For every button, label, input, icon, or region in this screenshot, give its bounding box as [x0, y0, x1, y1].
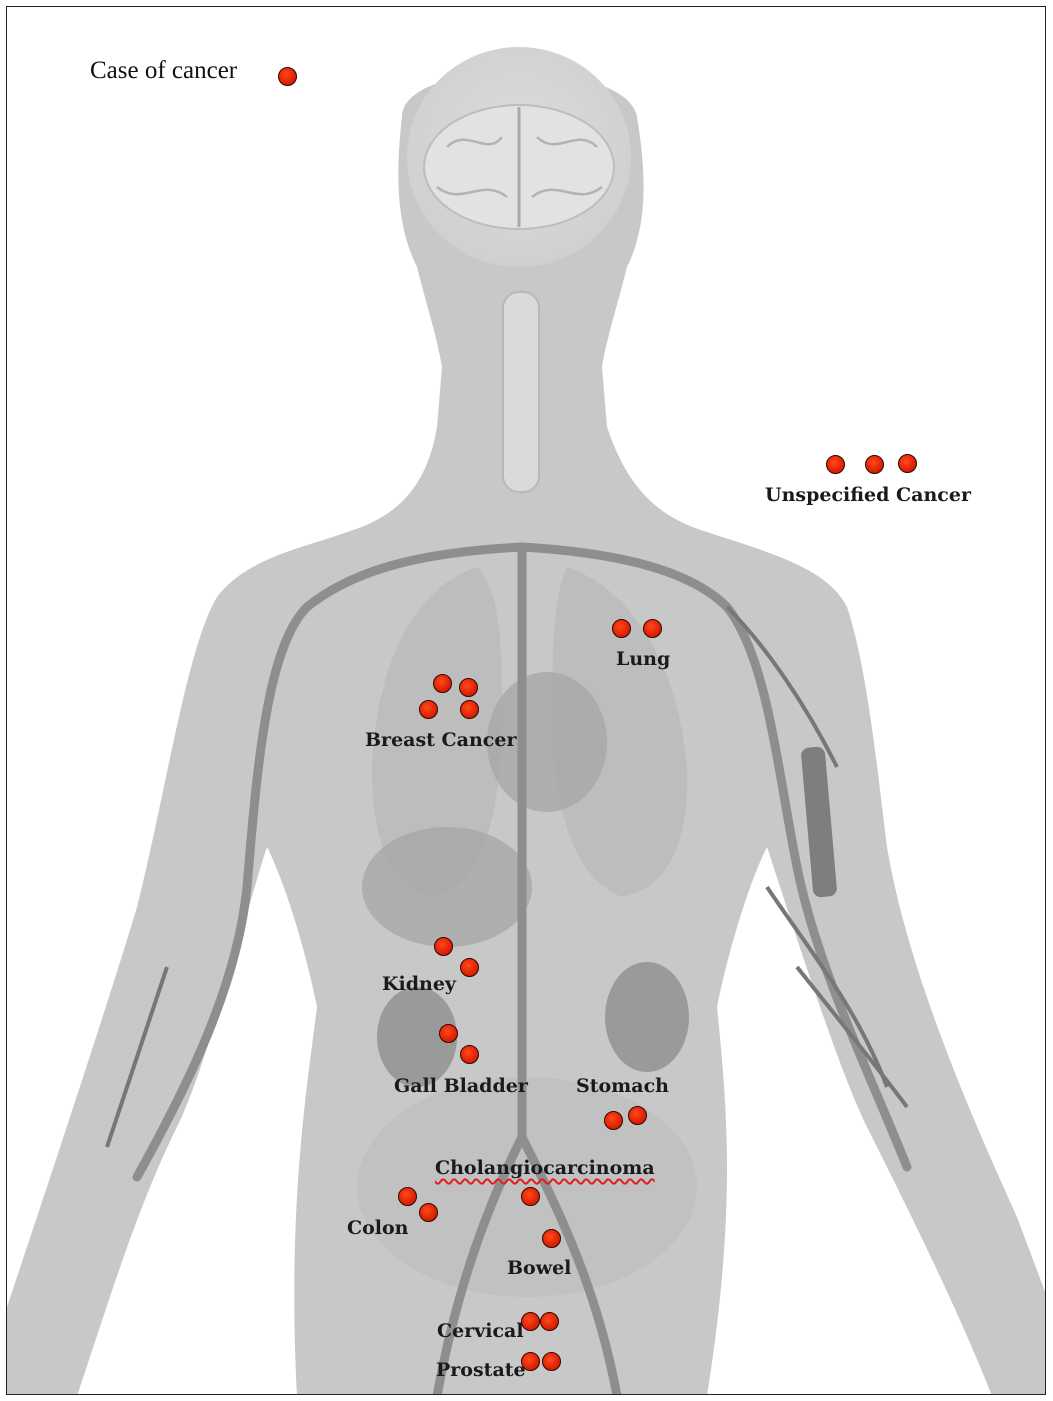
- label-prostate: Prostate: [436, 1359, 526, 1381]
- figure-frame: Case of cancer Unspecified Cancer Lung B…: [6, 6, 1046, 1395]
- case-marker-lung: [612, 619, 631, 638]
- case-marker-unspecified: [898, 454, 917, 473]
- label-kidney: Kidney: [382, 973, 456, 995]
- case-marker-stomach: [604, 1111, 623, 1130]
- case-marker-prostate: [521, 1352, 540, 1371]
- case-marker-cervical: [521, 1312, 540, 1331]
- label-bowel: Bowel: [507, 1257, 571, 1279]
- case-marker-kidney: [434, 937, 453, 956]
- trachea: [503, 292, 539, 492]
- case-marker-colon: [398, 1187, 417, 1206]
- case-marker-gall-bladder: [460, 1045, 479, 1064]
- label-stomach: Stomach: [576, 1075, 669, 1097]
- legend-label: Case of cancer: [90, 57, 237, 85]
- label-unspecified-cancer: Unspecified Cancer: [765, 484, 971, 506]
- case-marker-kidney: [460, 958, 479, 977]
- label-cholangiocarcinoma: Cholangiocarcinoma: [435, 1157, 655, 1179]
- case-marker-stomach: [628, 1106, 647, 1125]
- case-marker-bowel: [542, 1229, 561, 1248]
- legend-marker: [278, 67, 297, 86]
- label-cervical: Cervical: [437, 1320, 524, 1342]
- liver: [362, 827, 532, 947]
- right-kidney: [605, 962, 689, 1072]
- label-breast-cancer: Breast Cancer: [365, 729, 516, 751]
- case-marker-gall-bladder: [439, 1024, 458, 1043]
- case-marker-breast: [433, 674, 452, 693]
- label-colon: Colon: [347, 1217, 409, 1239]
- case-marker-breast: [460, 700, 479, 719]
- case-marker-unspecified: [826, 455, 845, 474]
- case-marker-cholangiocarcinoma: [521, 1187, 540, 1206]
- case-marker-colon: [419, 1203, 438, 1222]
- label-lung: Lung: [616, 648, 670, 670]
- case-marker-breast: [419, 700, 438, 719]
- case-marker-lung: [643, 619, 662, 638]
- label-gall-bladder: Gall Bladder: [394, 1075, 528, 1097]
- case-marker-cervical: [540, 1312, 559, 1331]
- case-marker-prostate: [542, 1352, 561, 1371]
- case-marker-unspecified: [865, 455, 884, 474]
- case-marker-breast: [459, 678, 478, 697]
